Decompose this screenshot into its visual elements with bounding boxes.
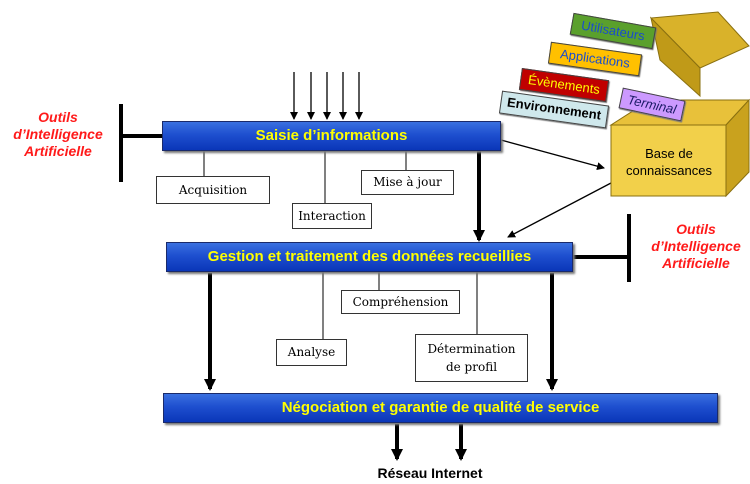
negociation-bar: Négociation et garantie de qualité de se… — [163, 393, 718, 423]
knowledge-base-line1: Base de — [645, 146, 693, 161]
analyse-box: Analyse — [276, 339, 347, 366]
saisie-bar: Saisie d’informations — [162, 121, 501, 151]
ai-bracket-right — [573, 214, 631, 282]
interaction-box: Interaction — [292, 203, 372, 229]
input-arrows — [290, 72, 363, 120]
reseau-internet-label: Réseau Internet — [377, 465, 483, 481]
knowledge-base-box — [609, 11, 750, 198]
knowledge-base-label: Base de connaissances — [614, 145, 724, 179]
comprehension-box: Compréhension — [341, 290, 460, 314]
ai-tools-left-line2: d’Intelligence — [13, 126, 103, 142]
ai-tools-left-line1: Outils — [38, 109, 78, 125]
ai-tools-left: Outils d’Intelligence Artificielle — [6, 109, 110, 160]
ai-tools-left-line3: Artificielle — [24, 143, 92, 159]
mise-a-jour-box: Mise à jour — [361, 170, 454, 195]
determination-line1: Détermination — [427, 342, 516, 356]
ai-tools-right: Outils d’Intelligence Artificielle — [642, 221, 750, 272]
ai-bracket-left — [119, 104, 163, 182]
knowledge-base-line2: connaissances — [626, 163, 712, 178]
determination-box: Détermination de profil — [415, 334, 528, 382]
ai-tools-right-line3: Artificielle — [662, 255, 730, 271]
ai-tools-right-line1: Outils — [676, 221, 716, 237]
gestion-bar: Gestion et traitement des données recuei… — [166, 242, 573, 272]
acquisition-box: Acquisition — [156, 176, 270, 204]
determination-line2: de profil — [445, 360, 498, 374]
ai-tools-right-line2: d’Intelligence — [651, 238, 741, 254]
